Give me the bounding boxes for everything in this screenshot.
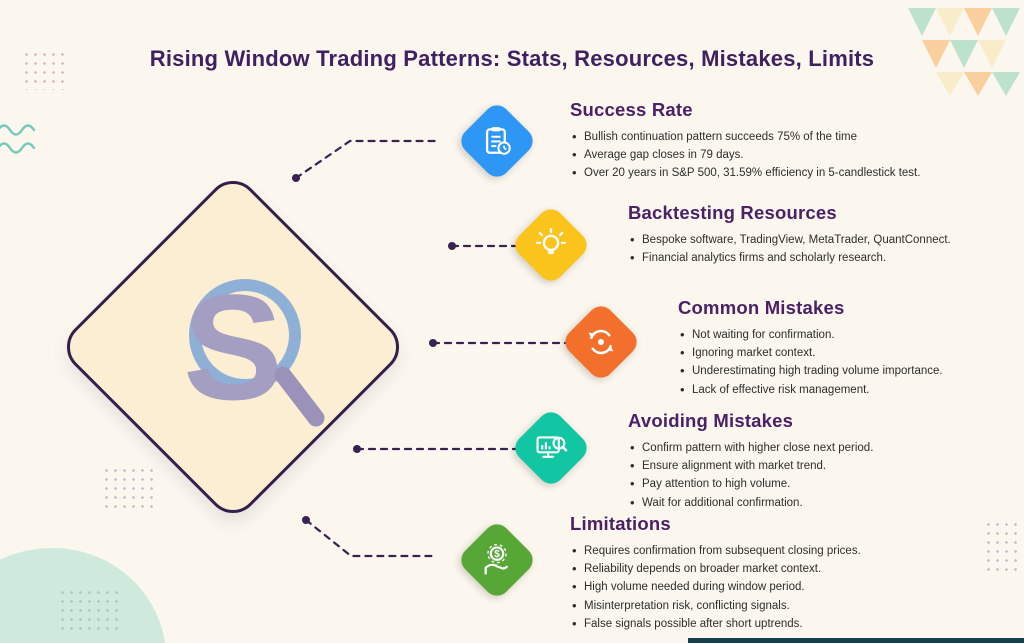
bullet-item: Bullish continuation pattern succeeds 75… (570, 129, 920, 145)
center-diamond: S (56, 170, 410, 524)
bullet-item: Average gap closes in 79 days. (570, 147, 920, 163)
coin-hand-icon: $ (480, 543, 514, 577)
bottom-edge-line-decoration (688, 638, 1024, 643)
bullet-list: Bullish continuation pattern succeeds 75… (570, 129, 920, 182)
bullet-item: Requires confirmation from subsequent cl… (570, 543, 861, 559)
dot-grid-decoration (102, 466, 156, 512)
clipboard-checklist-icon (480, 124, 514, 158)
bullet-item: Financial analytics firms and scholarly … (628, 250, 951, 266)
bullet-item: High volume needed during window period. (570, 579, 861, 595)
bullet-item: Not waiting for confirmation. (678, 327, 943, 343)
bullet-item: Lack of effective risk management. (678, 382, 943, 398)
connector-limitations (304, 518, 436, 558)
svg-text:$: $ (494, 549, 500, 560)
section-limitations: Limitations Requires confirmation from s… (570, 513, 861, 635)
section-common-mistakes: Common Mistakes Not waiting for confirma… (678, 297, 943, 401)
bullet-item: Pay attention to high volume. (628, 476, 873, 492)
bullet-item: Bespoke software, TradingView, MetaTrade… (628, 232, 951, 248)
bullet-item: Misinterpretation risk, conflicting sign… (570, 598, 861, 614)
bullet-item: Underestimating high trading volume impo… (678, 363, 943, 379)
lightbulb-icon (534, 228, 568, 262)
section-success-rate: Success Rate Bullish continuation patter… (570, 99, 920, 185)
section-avoiding-mistakes: Avoiding Mistakes Confirm pattern with h… (628, 410, 873, 514)
section-title: Avoiding Mistakes (628, 410, 794, 431)
cycle-arrows-icon (584, 325, 618, 359)
bullet-list: Requires confirmation from subsequent cl… (570, 543, 861, 632)
limitations-diamond: $ (455, 518, 539, 602)
squiggle-decoration (0, 124, 36, 154)
bullet-item: False signals possible after short uptre… (570, 616, 861, 632)
bullet-item: Wait for additional confirmation. (628, 495, 873, 511)
connector-success-rate (294, 139, 438, 180)
backtesting-diamond (509, 203, 593, 287)
bullet-item: Reliability depends on broader market co… (570, 561, 861, 577)
bullet-item: Confirm pattern with higher close next p… (628, 440, 873, 456)
bullet-item: Over 20 years in S&P 500, 31.59% efficie… (570, 165, 920, 181)
page-title: Rising Window Trading Patterns: Stats, R… (149, 46, 875, 71)
bullet-list: Not waiting for confirmation. Ignoring m… (678, 327, 943, 398)
logo-letter: S (183, 263, 283, 431)
chart-magnifier-icon (534, 431, 568, 465)
sq-magnifier-logo: S (133, 247, 333, 447)
avoiding-mistakes-diamond (509, 406, 593, 490)
bullet-item: Ensure alignment with market trend. (628, 458, 873, 474)
magnifier-logo-icon: S (183, 263, 325, 431)
section-title: Backtesting Resources (628, 202, 837, 223)
section-title: Limitations (570, 513, 671, 534)
common-mistakes-diamond (559, 300, 643, 384)
dot-grid-decoration (22, 50, 70, 90)
dot-grid-decoration (984, 520, 1022, 572)
bullet-list: Bespoke software, TradingView, MetaTrade… (628, 232, 951, 267)
bullet-item: Ignoring market context. (678, 345, 943, 361)
dot-grid-decoration (58, 588, 118, 632)
section-title: Common Mistakes (678, 297, 845, 318)
section-backtesting-resources: Backtesting Resources Bespoke software, … (628, 202, 951, 269)
bullet-list: Confirm pattern with higher close next p… (628, 440, 873, 511)
success-rate-diamond (455, 99, 539, 183)
corner-triangles-decoration (908, 8, 1020, 96)
section-title: Success Rate (570, 99, 693, 120)
